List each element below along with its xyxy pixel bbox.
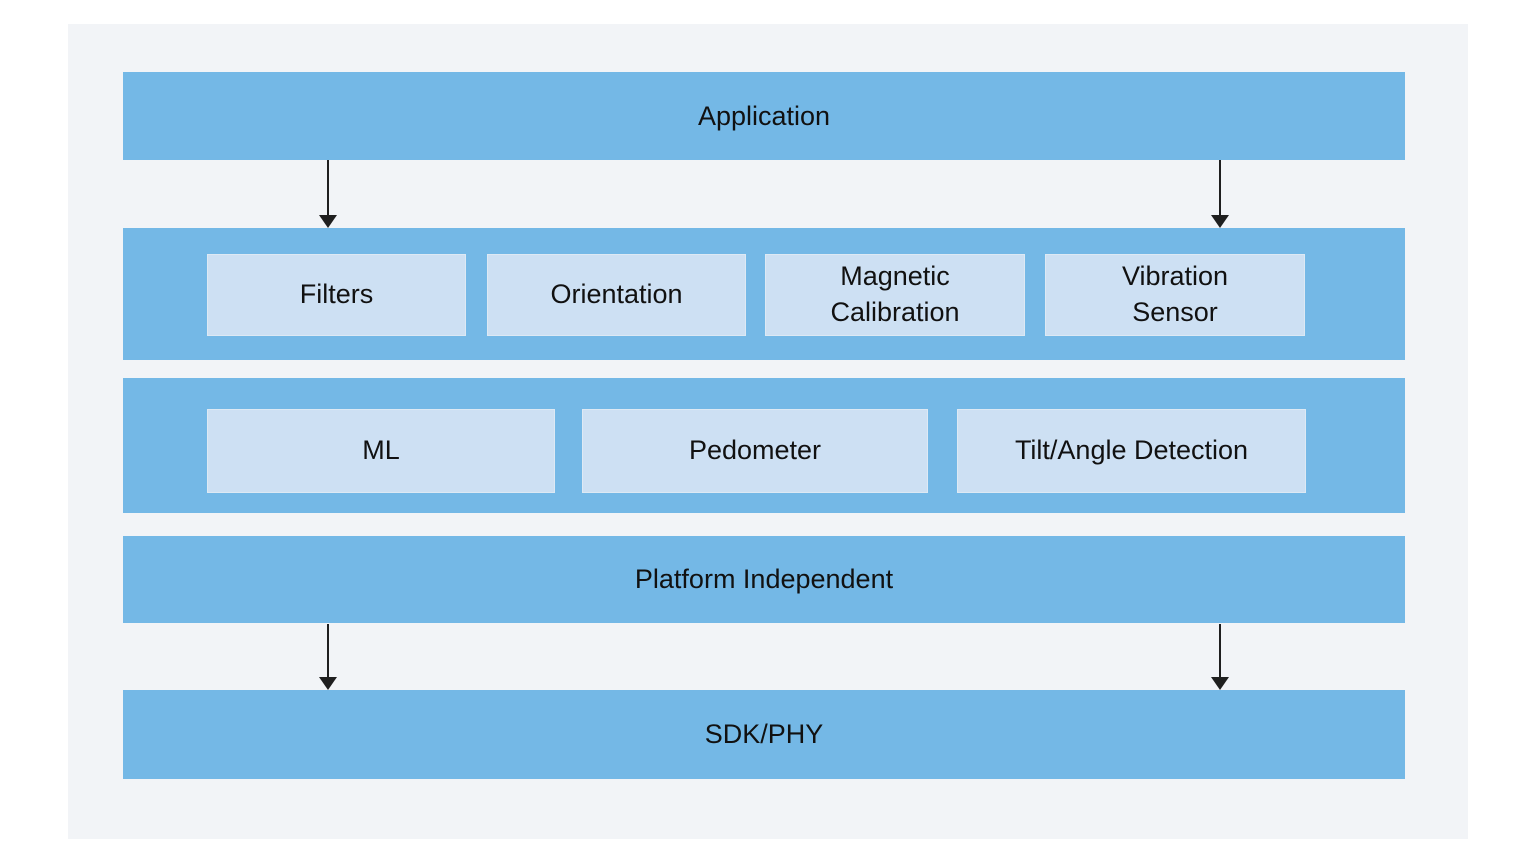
box-orientation-label: Orientation: [550, 279, 683, 310]
arrow-shaft: [1219, 624, 1221, 677]
box-vibration-sensor-label: Vibration Sensor: [1121, 261, 1229, 327]
box-ml-label: ML: [362, 435, 400, 466]
box-tilt-angle-detection: Tilt/Angle Detection: [957, 409, 1306, 493]
arrow-head: [319, 215, 337, 228]
layer-sdk-phy: SDK/PHY: [123, 690, 1405, 779]
box-magnetic-calibration: Magnetic Calibration: [765, 254, 1025, 336]
arrow-head: [1211, 677, 1229, 690]
layer-platform-independent-label: Platform Independent: [634, 564, 894, 594]
box-pedometer: Pedometer: [582, 409, 928, 493]
layer-platform-independent: Platform Independent: [123, 536, 1405, 623]
arrow-shaft: [327, 160, 329, 215]
layer-sdk-phy-label: SDK/PHY: [704, 719, 824, 749]
box-orientation: Orientation: [487, 254, 746, 336]
diagram-panel: Application Filters Orientation Magnetic…: [68, 24, 1468, 839]
arrow-shaft: [1219, 160, 1221, 215]
box-ml: ML: [207, 409, 555, 493]
down-arrow: [319, 160, 337, 228]
box-vibration-sensor: Vibration Sensor: [1045, 254, 1305, 336]
arrow-head: [1211, 215, 1229, 228]
down-arrow: [1211, 624, 1229, 690]
arrow-head: [319, 677, 337, 690]
box-magnetic-calibration-label: Magnetic Calibration: [830, 261, 960, 327]
layer-application: Application: [123, 72, 1405, 160]
layer-algorithms: ML Pedometer Tilt/Angle Detection: [123, 378, 1405, 513]
layer-middleware: Filters Orientation Magnetic Calibration…: [123, 228, 1405, 360]
box-filters-label: Filters: [299, 279, 374, 310]
box-pedometer-label: Pedometer: [688, 435, 822, 466]
arrow-shaft: [327, 624, 329, 677]
box-tilt-angle-detection-label: Tilt/Angle Detection: [1014, 435, 1249, 466]
down-arrow: [319, 624, 337, 690]
box-filters: Filters: [207, 254, 466, 336]
layer-application-label: Application: [697, 100, 831, 131]
down-arrow: [1211, 160, 1229, 228]
